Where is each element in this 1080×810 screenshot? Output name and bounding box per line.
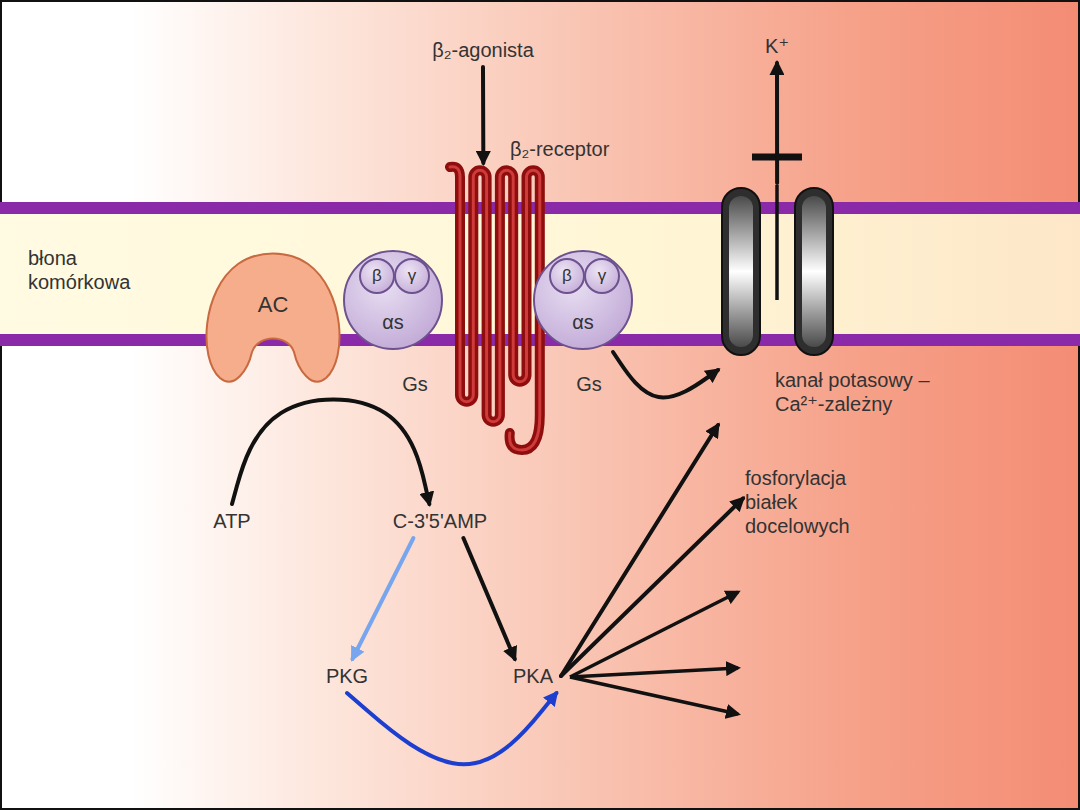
agonist-label: β₂-agonista — [426, 35, 540, 65]
node-text: Gs — [569, 372, 609, 396]
node-text: K⁺ — [765, 35, 789, 57]
fan-arrow — [570, 677, 738, 714]
arrow-connector — [347, 693, 556, 764]
ion-label: K⁺ — [759, 31, 795, 61]
effect-label: fosforylacja białek docelowych — [745, 466, 895, 538]
phosphorylation-fan — [570, 592, 738, 714]
node-text: Gs — [395, 372, 435, 396]
arrow-connector — [561, 498, 743, 676]
beta-subunit: β — [549, 258, 585, 294]
node-text: αs — [535, 310, 631, 334]
node-text: β₂-agonista — [432, 39, 534, 61]
node-text: kanał potasowy – Ca²⁺-zależny — [775, 368, 933, 416]
enzyme-outline — [206, 254, 339, 382]
kinase-label: PKA — [507, 661, 559, 691]
node-text: β₂-receptor — [510, 137, 609, 161]
arrow-connector — [463, 538, 514, 659]
node-text: γ — [408, 266, 417, 286]
channel-wall — [722, 188, 760, 355]
node-text: β — [562, 266, 572, 286]
beta-subunit: β — [359, 258, 395, 294]
arrow-connector — [561, 425, 718, 676]
gamma-subunit: γ — [584, 258, 620, 294]
fan-arrow — [570, 592, 738, 677]
ion-path — [775, 185, 779, 300]
node-text: γ — [598, 266, 607, 286]
adenylate-cyclase-shape — [198, 248, 348, 388]
node-text: fosforylacja białek docelowych — [745, 466, 895, 538]
potassium-channel: kanał potasowy – Ca²⁺-zależny — [720, 185, 975, 435]
arrow-connector — [481, 67, 485, 163]
node-text: β — [372, 266, 382, 286]
channel-wall — [795, 188, 833, 355]
fan-arrow — [570, 668, 738, 677]
arrow-connector — [352, 538, 413, 659]
node-text: PKG — [326, 665, 368, 687]
substrate-label: ATP — [207, 506, 256, 536]
gamma-subunit: γ — [394, 258, 430, 294]
node-text: AC — [198, 292, 348, 318]
camp-label: C-3'5'AMP — [387, 506, 493, 536]
gs-protein: αsGsβγ — [343, 250, 443, 350]
gs-protein: αsGsβγ — [533, 250, 633, 350]
channel-wall-shine — [729, 196, 753, 347]
node-text: ATP — [213, 510, 250, 532]
arrow-connector — [613, 352, 718, 397]
arrow-connector — [232, 400, 429, 504]
adenylate-cyclase: AC — [198, 248, 348, 388]
node-text: C-3'5'AMP — [393, 510, 487, 532]
kinase-label: PKG — [320, 661, 374, 691]
arrow-connector — [775, 63, 779, 183]
channel-wall-shine — [802, 196, 826, 347]
node-text: błona komórkowa — [28, 246, 158, 294]
node-text: PKA — [513, 665, 553, 687]
node-text: αs — [345, 310, 441, 334]
